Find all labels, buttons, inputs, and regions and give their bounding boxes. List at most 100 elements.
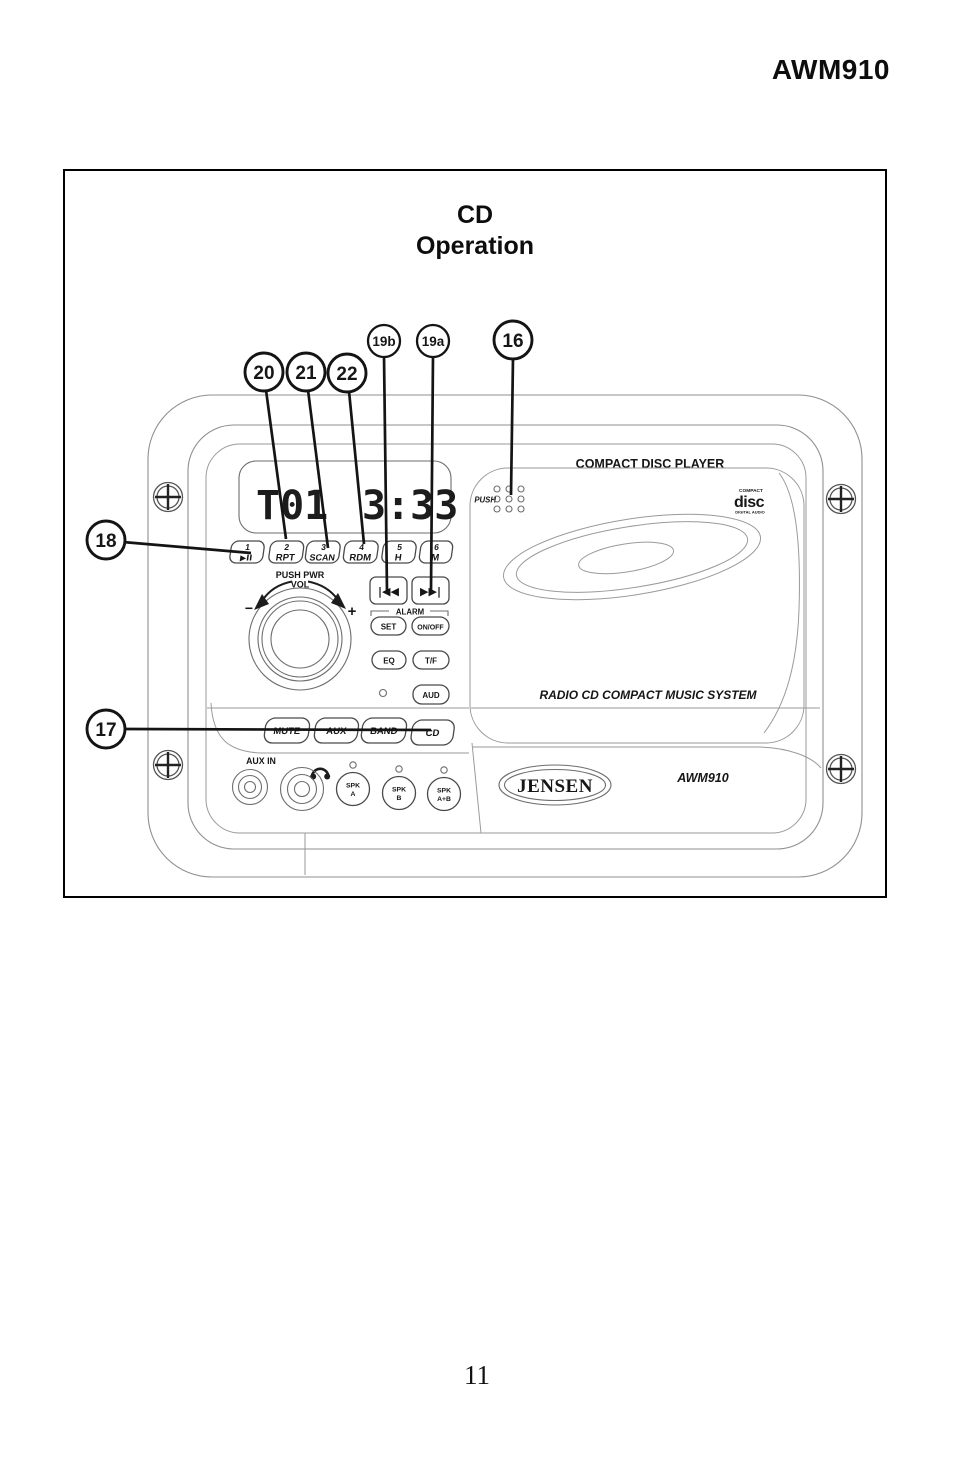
indicator-led	[378, 688, 388, 698]
headphones-icon	[310, 767, 331, 780]
screw-top-right-icon	[825, 483, 857, 515]
lcd-display: T01 3:33	[238, 460, 458, 534]
preset-button-5: 5 H	[381, 540, 417, 564]
preset-4-number: 4	[359, 542, 365, 552]
callout-16-label: 16	[502, 331, 523, 352]
speaker-a-button: SPK A	[335, 761, 371, 807]
spk-a-label1: SPK	[346, 783, 360, 790]
alarm-label: ALARM	[396, 608, 424, 617]
eq-label: EQ	[383, 657, 395, 666]
minute-label: M	[430, 553, 439, 564]
alarm-group: ALARM SET ON/OFF	[370, 608, 450, 636]
callout-19b-label: 19b	[372, 334, 395, 349]
disc-artwork	[502, 513, 762, 601]
preset-button-4: 4 RDM	[342, 540, 379, 564]
headphone-jack	[279, 766, 331, 812]
hour-label: H	[394, 553, 403, 564]
mute-label: MUTE	[273, 726, 301, 737]
jensen-logo: JENSEN	[498, 764, 612, 806]
cd-door: COMPACT DISC PLAYER PUSH COMPACT disc DI…	[469, 457, 805, 744]
callout-19b: 19b	[366, 323, 402, 359]
screw-bottom-right-icon	[825, 753, 857, 785]
eq-button: EQ	[371, 650, 407, 670]
volume-knob: PUSH PWR VOL − +	[245, 570, 357, 691]
rotate-ccw-arrow-icon	[254, 594, 269, 610]
band-label: BAND	[369, 726, 398, 737]
disc-logo-top: COMPACT	[739, 488, 763, 494]
track-down-button: |◀◀	[369, 576, 408, 605]
random-label: RDM	[349, 553, 372, 564]
speaker-b-button: SPK B	[381, 765, 417, 811]
callout-22: 22	[326, 352, 368, 394]
vol-label: VOL	[291, 580, 310, 590]
page-header-model: AWM910	[771, 54, 890, 85]
push-label: PUSH	[474, 496, 496, 505]
callout-19a-label: 19a	[422, 334, 445, 349]
push-pwr-label: PUSH PWR	[276, 570, 325, 580]
callout-16: 16	[492, 319, 534, 361]
preset-6-number: 6	[434, 542, 440, 552]
previous-track-icon: |◀◀	[378, 585, 399, 598]
set-label: SET	[381, 623, 397, 632]
callout-21: 21	[285, 351, 327, 393]
spk-b-label2: B	[397, 795, 402, 802]
preset-5-number: 5	[397, 542, 403, 552]
push-dots: PUSH	[474, 485, 525, 513]
spk-b-label1: SPK	[392, 787, 406, 794]
volume-minus-label: −	[245, 600, 253, 616]
disc-logo-bottom: DIGITAL AUDIO	[735, 510, 764, 515]
callout-17-label: 17	[95, 720, 116, 741]
display-track-number: T01	[256, 483, 328, 529]
next-track-icon: ▶▶|	[420, 585, 441, 598]
disc-logo-main: disc	[734, 494, 765, 511]
stereo-housing	[147, 394, 863, 878]
figure-title-line2: Operation	[415, 232, 535, 260]
callout-17: 17	[85, 708, 127, 750]
aux-label: AUX	[326, 726, 348, 737]
preset-button-3: 3 SCAN	[304, 540, 341, 564]
spk-ab-label2: A+B	[437, 796, 451, 803]
alarm-onoff-button: ON/OFF	[411, 616, 450, 636]
play-pause-icon: ▶II	[240, 554, 253, 563]
display-track-time: 3:33	[362, 483, 458, 529]
alarm-set-button: SET	[370, 616, 407, 636]
scan-label: SCAN	[309, 553, 336, 563]
callout-18: 18	[85, 519, 127, 561]
aud-button: AUD	[412, 684, 450, 705]
spk-ab-label1: SPK	[437, 788, 451, 795]
tf-label: T/F	[425, 657, 437, 666]
callout-20: 20	[243, 351, 285, 393]
screw-bottom-left-icon	[152, 749, 184, 781]
compact-disc-player-label: COMPACT DISC PLAYER	[576, 457, 725, 471]
track-up-button: ▶▶|	[411, 576, 450, 605]
rotate-cw-arrow-icon	[331, 593, 346, 609]
callout-20-label: 20	[253, 363, 274, 384]
preset-button-2: 2 RPT	[268, 540, 305, 564]
aud-label: AUD	[422, 691, 440, 700]
preset-1-number: 1	[245, 542, 251, 552]
source-buttons: MUTE AUX BAND CD	[263, 717, 455, 746]
cd-label: CD	[425, 728, 440, 739]
preset-3-number: 3	[321, 542, 327, 552]
repeat-label: RPT	[275, 553, 296, 564]
callout-lines	[122, 355, 515, 732]
aux-in-label: AUX IN	[246, 756, 276, 766]
spk-a-label2: A	[351, 791, 356, 798]
radio-cd-tagline: RADIO CD COMPACT MUSIC SYSTEM	[539, 688, 757, 702]
page-number: 11	[464, 1360, 490, 1390]
volume-plus-label: +	[348, 603, 357, 620]
onoff-label: ON/OFF	[417, 625, 444, 632]
jensen-label: JENSEN	[517, 776, 593, 797]
callout-22-label: 22	[336, 364, 357, 385]
callout-18-label: 18	[95, 531, 116, 552]
figure-title: CD Operation	[63, 200, 887, 262]
screw-top-left-icon	[152, 481, 184, 513]
tf-button: T/F	[412, 650, 450, 670]
device-model-label: AWM910	[676, 771, 728, 785]
callout-21-label: 21	[295, 363, 317, 384]
speaker-ab-button: SPK A+B	[426, 766, 462, 812]
preset-button-6: 6 M	[418, 540, 454, 564]
compact-disc-logo: COMPACT disc DIGITAL AUDIO	[734, 488, 765, 515]
